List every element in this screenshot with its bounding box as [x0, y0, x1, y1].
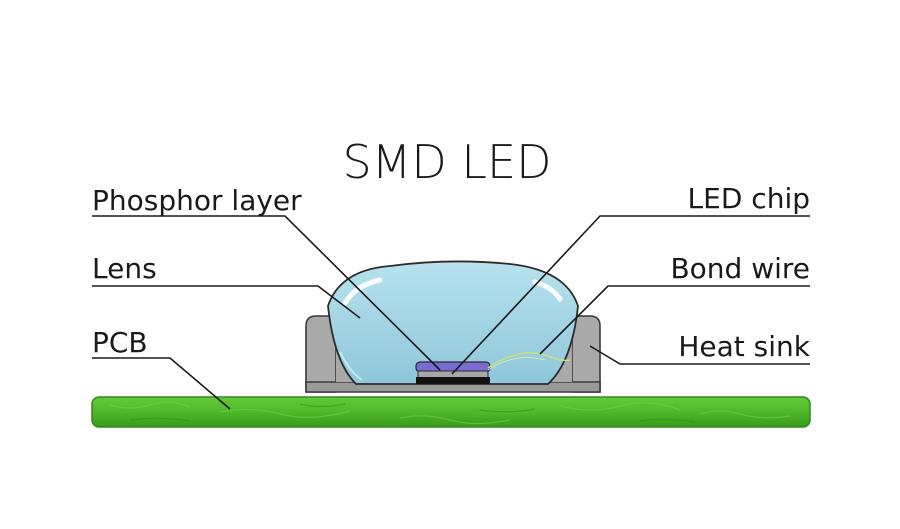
- leader-bond: [539, 285, 810, 355]
- label-pcb: PCB: [92, 326, 148, 359]
- label-lens: Lens: [92, 252, 157, 285]
- label-bond-wire: Bond wire: [670, 252, 810, 285]
- leader-heatsink: [589, 345, 810, 365]
- label-heat-sink: Heat sink: [678, 330, 810, 363]
- diagram-title: SMD LED: [342, 135, 551, 189]
- leader-pcb: [92, 357, 231, 410]
- lens-dome: [327, 260, 579, 385]
- bond-wire: [487, 352, 571, 369]
- leader-phosphor: [92, 215, 441, 371]
- leader-chip: [451, 215, 810, 375]
- leader-lines: [92, 215, 810, 410]
- label-led-chip: LED chip: [688, 182, 810, 215]
- pcb-board: [91, 396, 811, 428]
- label-phosphor-layer: Phosphor layer: [92, 184, 302, 217]
- leader-lens: [92, 285, 361, 319]
